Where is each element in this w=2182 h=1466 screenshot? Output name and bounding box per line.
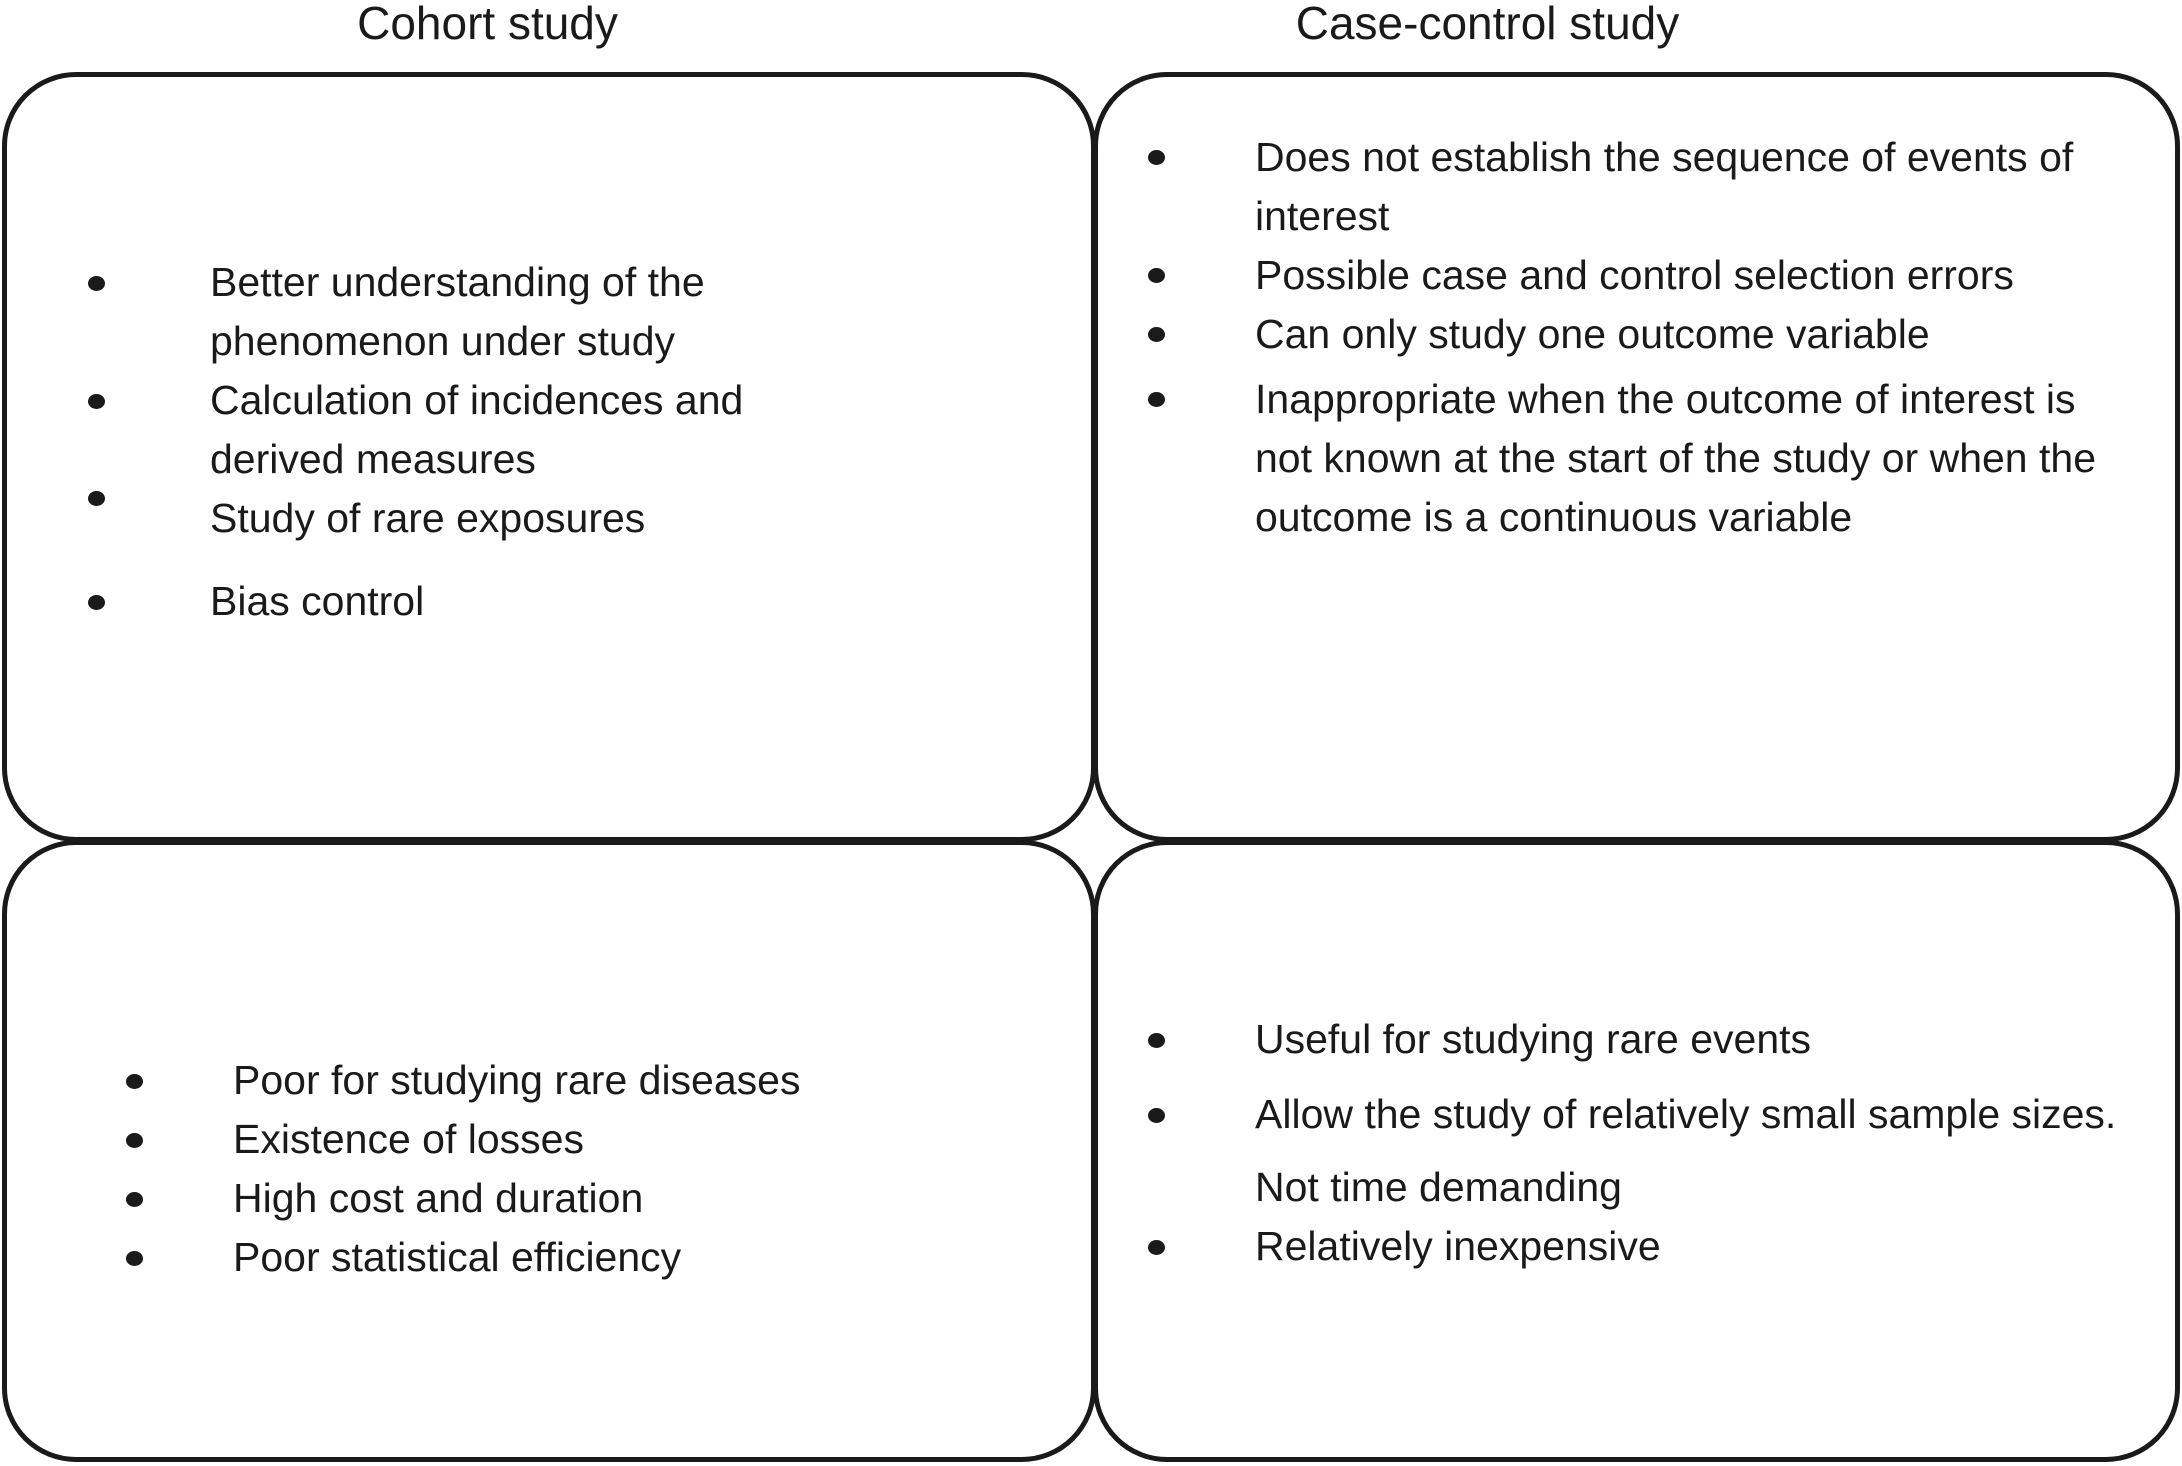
list-item-label: Does not establish the sequence of event… [1255,134,2074,239]
bullet-icon [1148,268,1165,283]
list-item: Can only study one outcome variable [1148,305,2133,364]
list-item-label: Can only study one outcome variable [1255,311,1930,357]
list-item-label: Existence of losses [233,1116,584,1162]
list-item: Existence of losses [126,1110,826,1169]
column-heading-case-control: Case-control study [1295,0,1680,49]
list-item-label: Allow the study of relatively small samp… [1255,1091,2117,1137]
column-heading-cohort: Cohort study [357,0,618,49]
list-item-label: High cost and duration [233,1175,644,1221]
list-item-label: Not time demanding [1255,1164,1622,1210]
bullet-icon [88,595,105,610]
list-item: Better understanding of the phenomenon u… [88,253,788,371]
list-item-label: Poor for studying rare diseases [233,1057,801,1103]
list-item-label: Study of rare exposures [210,495,646,541]
list-cohort-advantages: Better understanding of the phenomenon u… [88,253,788,631]
list-item: Study of rare exposures [88,489,788,548]
list-item-label: Bias control [210,578,425,624]
bullet-icon [126,1192,143,1207]
bullet-icon [1148,1033,1165,1048]
list-item-label: Better understanding of the phenomenon u… [210,259,705,364]
list-item: Relatively inexpensive [1148,1217,2128,1276]
bullet-icon [88,394,105,409]
list-item: Inappropriate when the outcome of intere… [1148,370,2133,547]
panel-case-control-advantages-box [1093,840,2180,1462]
bullet-icon [1148,1108,1165,1123]
list-item-label: Poor statistical efficiency [233,1234,682,1280]
list-item: Does not establish the sequence of event… [1148,128,2133,246]
list-item: Useful for studying rare events [1148,1010,2128,1069]
list-item: Allow the study of relatively small samp… [1148,1085,2128,1144]
list-item: Calculation of incidences and derived me… [88,371,788,489]
bullet-icon [1148,392,1165,407]
bullet-icon [1148,327,1165,342]
bullet-icon [126,1251,143,1266]
list-case-control-disadvantages: Does not establish the sequence of event… [1148,128,2133,547]
bullet-icon [1148,1240,1165,1255]
list-item-label: Useful for studying rare events [1255,1016,1812,1062]
bullet-icon [1148,150,1165,165]
list-case-control-advantages: Useful for studying rare events Allow th… [1148,1010,2128,1276]
list-item-label: Calculation of incidences and derived me… [210,377,744,482]
list-item: Possible case and control selection erro… [1148,246,2133,305]
list-item: Poor statistical efficiency [126,1228,826,1287]
bullet-icon [126,1133,143,1148]
panel-case-control-disadvantages-box [1093,72,2180,842]
list-item: High cost and duration [126,1169,826,1228]
list-item-label: Possible case and control selection erro… [1255,252,2014,298]
list-cohort-disadvantages: Poor for studying rare diseases Existenc… [126,1051,826,1287]
list-item: Bias control [88,572,788,631]
list-item-label: Relatively inexpensive [1255,1223,1661,1269]
list-item: Not time demanding [1148,1158,2128,1217]
list-item-label: Inappropriate when the outcome of intere… [1255,376,2097,540]
bullet-icon [88,276,105,291]
bullet-icon [88,491,105,506]
list-item: Poor for studying rare diseases [126,1051,826,1110]
bullet-icon [126,1074,143,1089]
